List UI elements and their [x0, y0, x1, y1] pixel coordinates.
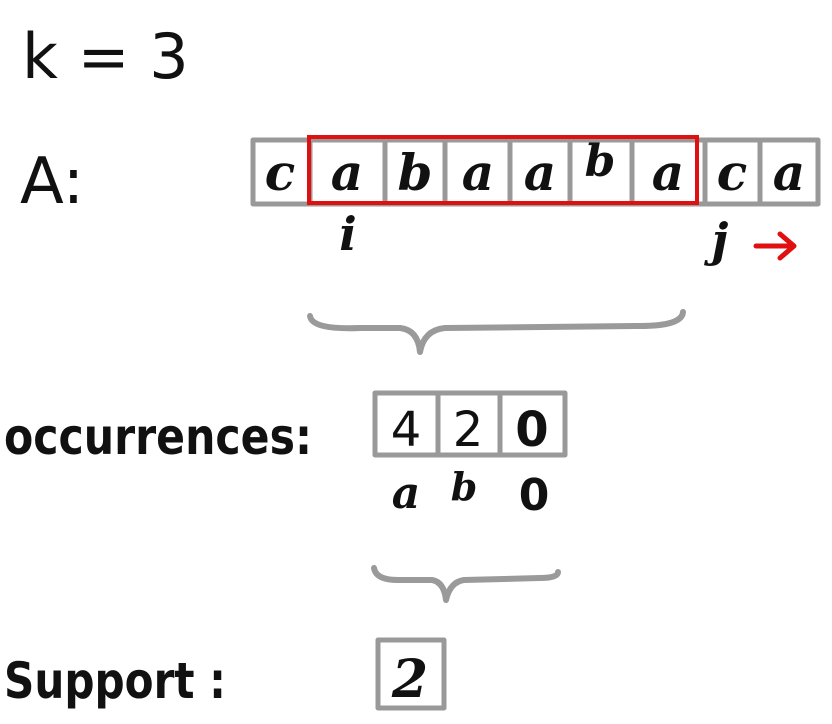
array-cell-4: a — [524, 143, 556, 202]
occurrence-key-0: 0 — [519, 470, 550, 521]
array-cell-7: c — [717, 143, 747, 202]
occurrence-count-0: 0 — [515, 402, 548, 458]
occurrence-count-b: 2 — [453, 402, 484, 458]
array-letters: c a b a a b a c a — [265, 136, 805, 202]
support-label: Support : — [4, 652, 226, 710]
array-cell-3: a — [462, 143, 494, 202]
sliding-window-highlight — [307, 135, 699, 205]
pointer-j: j — [704, 213, 729, 267]
array-cell-5: b — [585, 136, 616, 187]
array-cell-0: c — [265, 143, 295, 202]
occurrence-key-a: a — [392, 468, 421, 519]
occurrence-outline — [372, 390, 568, 458]
window-brace — [307, 309, 686, 355]
right-arrow-icon — [753, 231, 797, 261]
k-label: k = 3 — [22, 20, 189, 93]
array-cell-2: b — [398, 143, 433, 202]
occurrence-cells — [372, 390, 568, 458]
occurrence-count-a: 4 — [391, 402, 422, 458]
array-cell-8: a — [773, 143, 805, 202]
occurrences-label: occurrences: — [4, 408, 312, 466]
array-cell-1: a — [331, 143, 363, 202]
pointer-i: i — [339, 207, 356, 261]
occurrences-brace — [371, 565, 561, 603]
array-cell-6: a — [652, 143, 684, 202]
support-value: 2 — [391, 649, 428, 710]
occurrence-key-b: b — [451, 464, 478, 509]
array-label: A: — [20, 145, 84, 219]
support-box — [375, 637, 447, 711]
